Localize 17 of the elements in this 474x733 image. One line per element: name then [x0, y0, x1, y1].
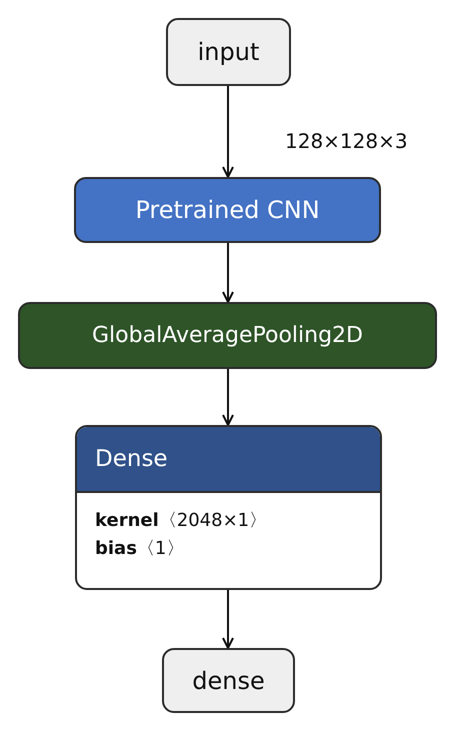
io-box: [166, 18, 291, 86]
node-label: input: [198, 38, 260, 66]
arrow: [222, 86, 234, 178]
layer-card: [75, 425, 382, 590]
io-box: [162, 648, 295, 713]
arrow: [222, 369, 234, 426]
arrow: [222, 243, 234, 303]
arrow: [222, 590, 234, 649]
pooling-box: [18, 302, 437, 369]
edge-label: 128×128×3: [285, 128, 408, 153]
node-label: GlobalAveragePooling2D: [92, 323, 363, 348]
parameter-text: kernel〈2048×1〉: [94, 509, 268, 533]
layer-title: Dense: [77, 427, 380, 493]
parameter-text: bias〈1〉: [94, 537, 186, 561]
model-box: [74, 177, 381, 243]
node-label: dense: [192, 666, 265, 694]
node-label: Pretrained CNN: [135, 196, 320, 224]
